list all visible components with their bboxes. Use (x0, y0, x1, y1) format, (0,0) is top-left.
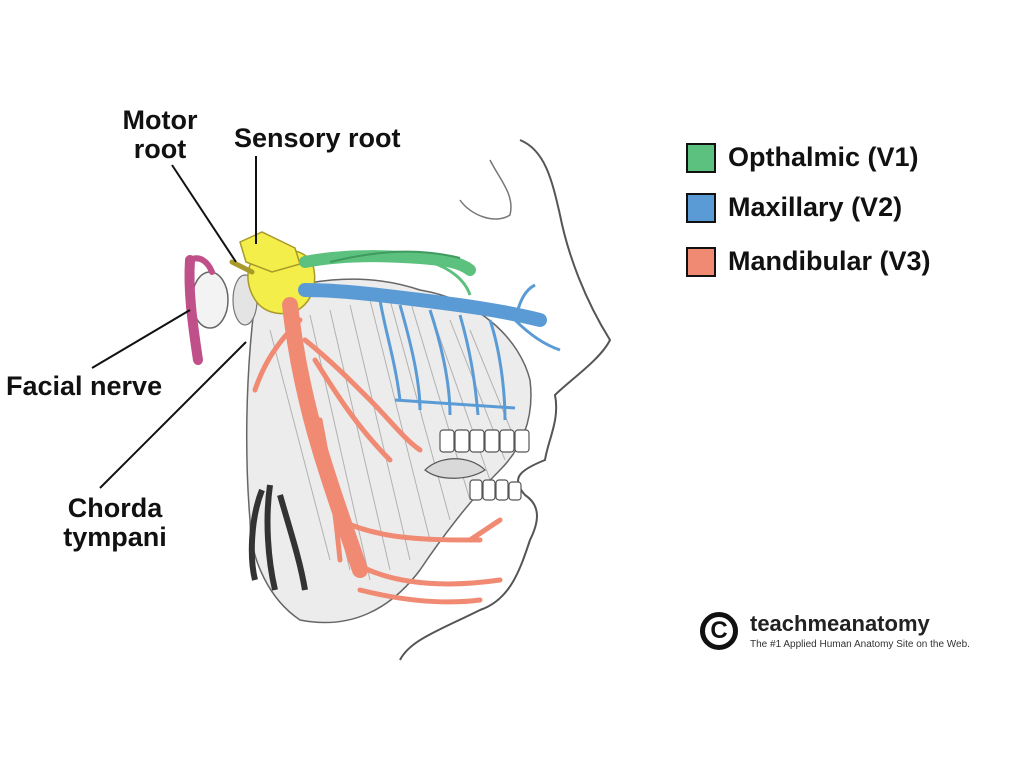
legend-label: Maxillary (V2) (728, 192, 903, 222)
legend-item-maxillary: Maxillary (V2) (686, 192, 902, 223)
brand-tagline: The #1 Applied Human Anatomy Site on the… (750, 638, 970, 650)
copyright-icon: C (700, 612, 738, 650)
motor-root (229, 259, 255, 275)
legend-swatch (686, 246, 716, 277)
legend-swatch (686, 142, 716, 173)
legend-label: Opthalmic (V1) (728, 142, 919, 172)
ophthalmic-branch (299, 250, 476, 276)
motor-root-label-line-1: Motor (122, 105, 198, 135)
mandibular-branch (282, 297, 368, 578)
maxillary-branch (298, 283, 547, 327)
legend-item-ophthalmic: Opthalmic (V1) (686, 142, 919, 173)
face-profile-outline (399, 139, 612, 661)
motor-root-leader (171, 164, 237, 263)
chorda-tympani-leader (99, 341, 247, 489)
facial-nerve-trunk (184, 255, 203, 365)
brand-name: teachmeanatomy (750, 610, 930, 636)
lower-teeth (469, 479, 522, 501)
chorda-tympani-label-line-1: Chorda (67, 493, 163, 523)
upper-teeth (439, 429, 530, 453)
brand-text: teachmeanatomy The #1 Applied Human Anat… (750, 610, 970, 650)
sensory-root-label: Sensory root (234, 123, 401, 153)
brand-block: C teachmeanatomy The #1 Applied Human An… (700, 612, 970, 650)
motor-root-label: Motor root (110, 106, 210, 164)
motor-root-label-line-2: root (133, 134, 187, 164)
vessels (248, 484, 308, 591)
chorda-tympani-label: Chorda tympani (50, 494, 180, 552)
chorda-tympani-label-line-2: tympani (63, 522, 167, 552)
legend-swatch (686, 192, 716, 223)
legend-label: Mandibular (V3) (728, 246, 931, 276)
tongue (424, 458, 486, 479)
facial-nerve-leader (91, 309, 191, 369)
legend-item-mandibular: Mandibular (V3) (686, 246, 931, 277)
facial-nerve-label: Facial nerve (6, 371, 163, 401)
